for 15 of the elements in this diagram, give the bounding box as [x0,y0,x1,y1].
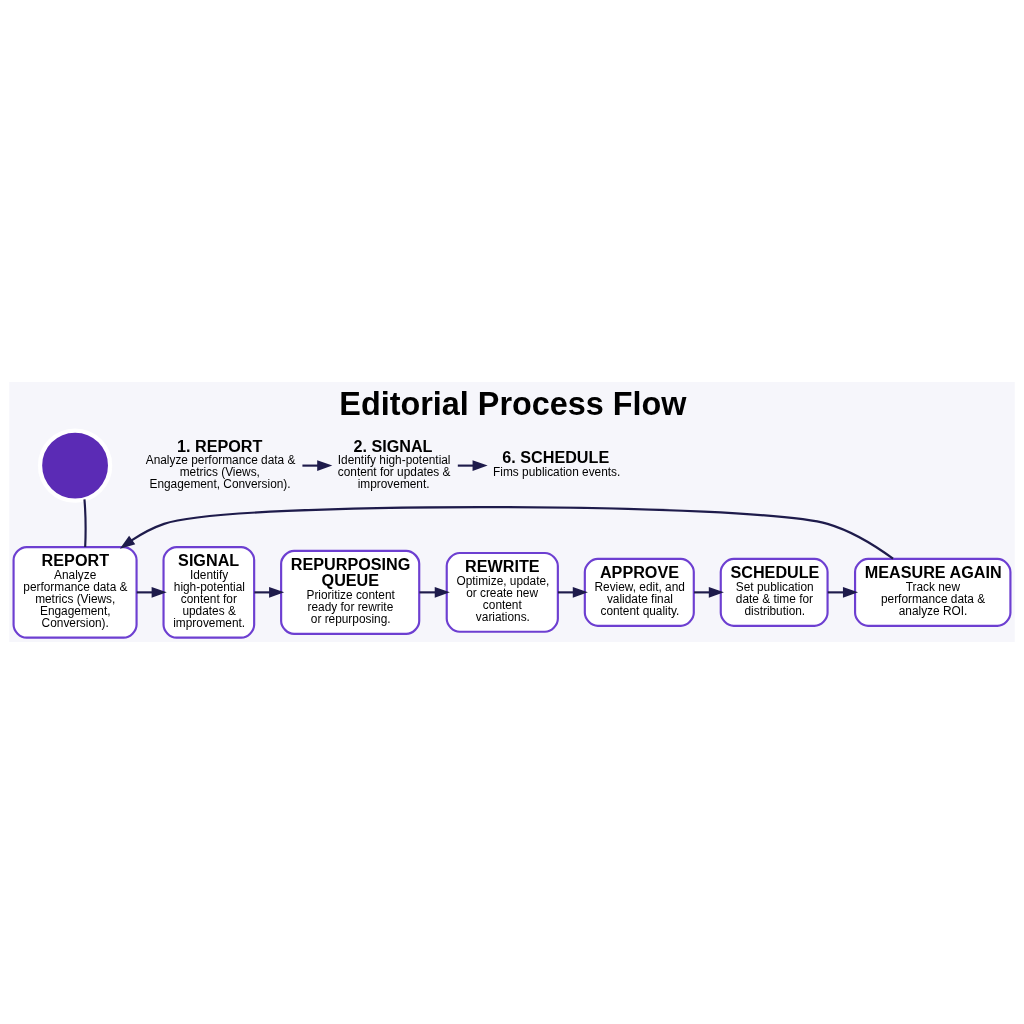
connector [83,499,87,548]
node-circle [37,428,113,503]
node-text: 1. REPORT Analyze performance data & metrics (Views, Engagement, Conversion). [145,436,296,492]
node-box: MEASURE AGAIN Track new performance data & analyze ROI. [854,557,1012,627]
node-box: SCHEDULE Set publication date & time for distribution. [719,557,829,627]
node-text: 2. SIGNAL Identify high-potential content for updates & improvement. [337,436,451,492]
node-box: REWRITE Optimize, update, or create new content variations. [445,551,559,633]
node-box: SIGNAL Identify high-potential content for updates & improvement. [162,545,256,639]
node-box: REPORT Analyze performance data & metrics (Views, Engagement, Conversion). [12,545,138,639]
node-text: 6. SCHEDULE Fims publication events. [493,448,621,480]
arrow [119,506,894,560]
node-box: REPURPOSING QUEUE Prioritize content ready for rewrite or repurposing. [280,549,421,635]
arrow [419,587,450,598]
node-box: APPROVE Review, edit, and validate final content quality. [583,557,695,627]
diagram-title: Editorial Process Flow [339,386,687,423]
